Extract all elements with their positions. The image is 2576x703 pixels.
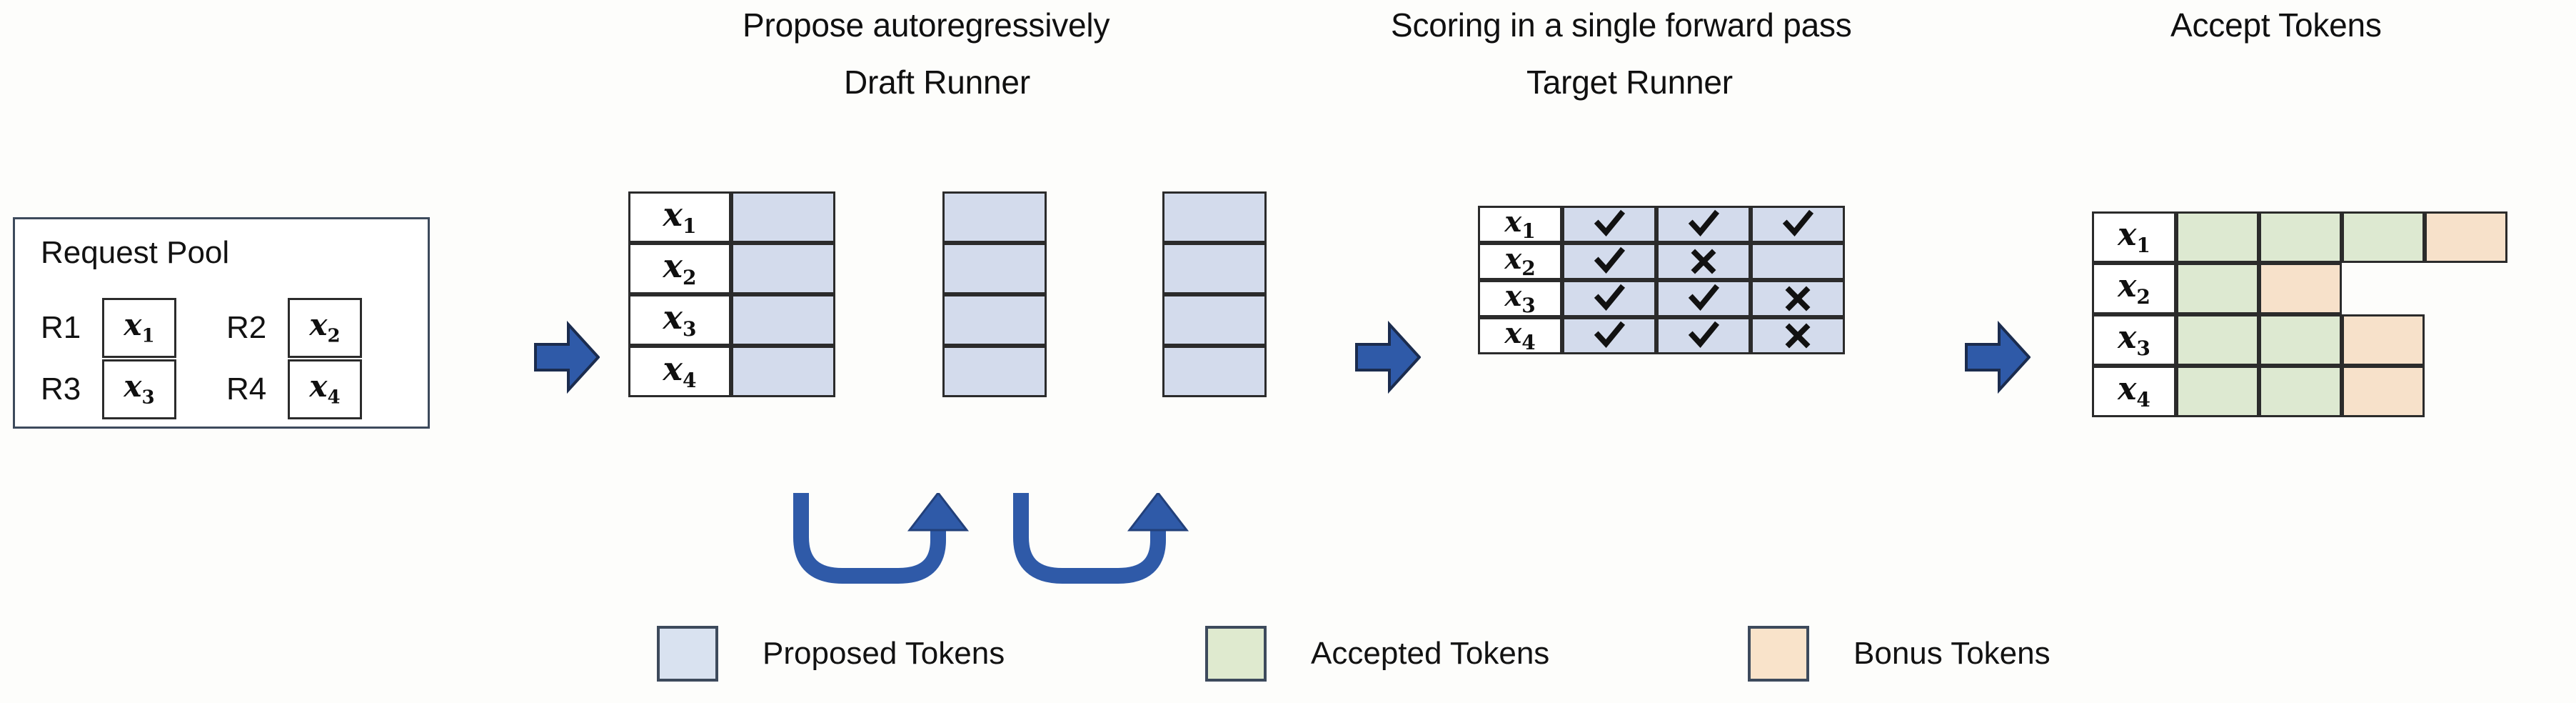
- draft-cell-step3-x4: [1162, 346, 1267, 397]
- accept-cell-x2-1: [2176, 263, 2259, 314]
- legend: Proposed Tokens Accepted Tokens Bonus To…: [0, 619, 2576, 690]
- cross-icon: [1691, 249, 1716, 274]
- legend-item-accepted: Accepted Tokens: [1205, 626, 1549, 682]
- draft-cell-step1-x1: [731, 191, 835, 243]
- target-cell-x1-s1: [1562, 206, 1656, 243]
- cross-icon: [1785, 323, 1811, 349]
- check-icon: [1594, 246, 1626, 274]
- feedback-arrow-2: [1013, 493, 1189, 584]
- cross-icon: [1785, 286, 1811, 311]
- request-pool-panel: Request Pool R1 x1 R2 x2 R3 x3 R4 x4: [13, 217, 430, 429]
- heading-draft-runner: Draft Runner: [844, 64, 1030, 101]
- legend-swatch-proposed: [657, 626, 718, 682]
- token-x1: x1: [124, 307, 155, 347]
- request-row-r1: R1 x1: [41, 298, 176, 358]
- target-row-label-x2: x2: [1478, 243, 1562, 280]
- accept-cell-x1-4-bonus: [2425, 211, 2507, 263]
- flow-arrow-draft-to-target: [1355, 320, 1421, 394]
- request-label-r4: R4: [226, 372, 267, 407]
- target-row-label-x1: x1: [1478, 206, 1562, 243]
- draft-cell-step1-x4: [731, 346, 835, 397]
- draft-cell-step2-x2: [942, 243, 1047, 294]
- check-icon: [1688, 209, 1720, 236]
- accept-cell-x4-1: [2176, 366, 2259, 417]
- request-label-r1: R1: [41, 310, 81, 345]
- heading-accept-tokens: Accept Tokens: [2170, 6, 2382, 44]
- accept-cell-x1-2: [2259, 211, 2342, 263]
- request-token-box-r1: x1: [102, 298, 176, 358]
- draft-cell-step2-x3: [942, 294, 1047, 346]
- check-icon: [1688, 321, 1720, 348]
- target-row-label-x4: x4: [1478, 317, 1562, 354]
- heading-target-runner: Target Runner: [1526, 64, 1733, 101]
- draft-cell-step1-x2: [731, 243, 835, 294]
- target-cell-x1-s3: [1751, 206, 1845, 243]
- feedback-arrow-1: [793, 493, 970, 584]
- check-icon: [1782, 209, 1814, 236]
- legend-label-accepted: Accepted Tokens: [1311, 636, 1550, 671]
- draft-row-label-x1: x1: [628, 191, 731, 243]
- draft-cell-step1-x3: [731, 294, 835, 346]
- request-label-r3: R3: [41, 372, 81, 407]
- token-x2: x2: [309, 307, 341, 347]
- accept-cell-x3-2: [2259, 314, 2342, 366]
- accept-cell-x4-3-bonus: [2342, 366, 2425, 417]
- target-cell-x2-s3: [1751, 243, 1845, 280]
- request-token-box-r2: x2: [288, 298, 362, 358]
- draft-cell-step3-x2: [1162, 243, 1267, 294]
- check-icon: [1594, 321, 1626, 348]
- draft-row-label-x2: x2: [628, 243, 731, 294]
- target-cell-x3-s1: [1562, 280, 1656, 317]
- draft-row-label-x3: x3: [628, 294, 731, 346]
- target-cell-x1-s2: [1656, 206, 1751, 243]
- legend-label-bonus: Bonus Tokens: [1853, 636, 2051, 671]
- autoregressive-feedback-arrows: [793, 493, 1189, 584]
- accept-row-label-x4: x4: [2092, 366, 2176, 417]
- target-cell-x3-s2: [1656, 280, 1751, 317]
- draft-row-label-x4: x4: [628, 346, 731, 397]
- check-icon: [1594, 209, 1626, 236]
- request-token-box-r4: x4: [288, 359, 362, 419]
- legend-item-proposed: Proposed Tokens: [657, 626, 1005, 682]
- request-row-r4: R4 x4: [226, 359, 362, 419]
- target-cell-x4-s3: [1751, 317, 1845, 354]
- draft-cell-step2-x1: [942, 191, 1047, 243]
- legend-swatch-accepted: [1205, 626, 1267, 682]
- flow-arrow-pool-to-draft: [534, 320, 600, 394]
- request-pool-title: Request Pool: [41, 235, 230, 270]
- legend-label-proposed: Proposed Tokens: [763, 636, 1005, 671]
- accept-row-label-x1: x1: [2092, 211, 2176, 263]
- request-label-r2: R2: [226, 310, 267, 345]
- request-row-r3: R3 x3: [41, 359, 176, 419]
- heading-scoring-forward-pass: Scoring in a single forward pass: [1391, 6, 1852, 44]
- request-token-box-r3: x3: [102, 359, 176, 419]
- target-cell-x2-s1: [1562, 243, 1656, 280]
- target-cell-x4-s2: [1656, 317, 1751, 354]
- token-x3: x3: [124, 369, 155, 409]
- accept-cell-x1-3: [2342, 211, 2425, 263]
- accept-cell-x4-2: [2259, 366, 2342, 417]
- flow-arrow-target-to-accept: [1965, 320, 2031, 394]
- accept-cell-x1-1: [2176, 211, 2259, 263]
- target-cell-x4-s1: [1562, 317, 1656, 354]
- draft-cell-step2-x4: [942, 346, 1047, 397]
- accept-cell-x3-1: [2176, 314, 2259, 366]
- check-icon: [1688, 284, 1720, 311]
- target-cell-x2-s2: [1656, 243, 1751, 280]
- legend-swatch-bonus: [1748, 626, 1809, 682]
- target-row-label-x3: x3: [1478, 280, 1562, 317]
- accept-cell-x3-3-bonus: [2342, 314, 2425, 366]
- draft-cell-step3-x1: [1162, 191, 1267, 243]
- accept-row-label-x2: x2: [2092, 263, 2176, 314]
- accept-row-label-x3: x3: [2092, 314, 2176, 366]
- heading-propose-autoregressively: Propose autoregressively: [743, 6, 1110, 44]
- draft-cell-step3-x3: [1162, 294, 1267, 346]
- legend-item-bonus: Bonus Tokens: [1748, 626, 2051, 682]
- accept-cell-x2-2-bonus: [2259, 263, 2342, 314]
- token-x4: x4: [309, 369, 341, 409]
- target-cell-x3-s3: [1751, 280, 1845, 317]
- request-row-r2: R2 x2: [226, 298, 362, 358]
- check-icon: [1594, 284, 1626, 311]
